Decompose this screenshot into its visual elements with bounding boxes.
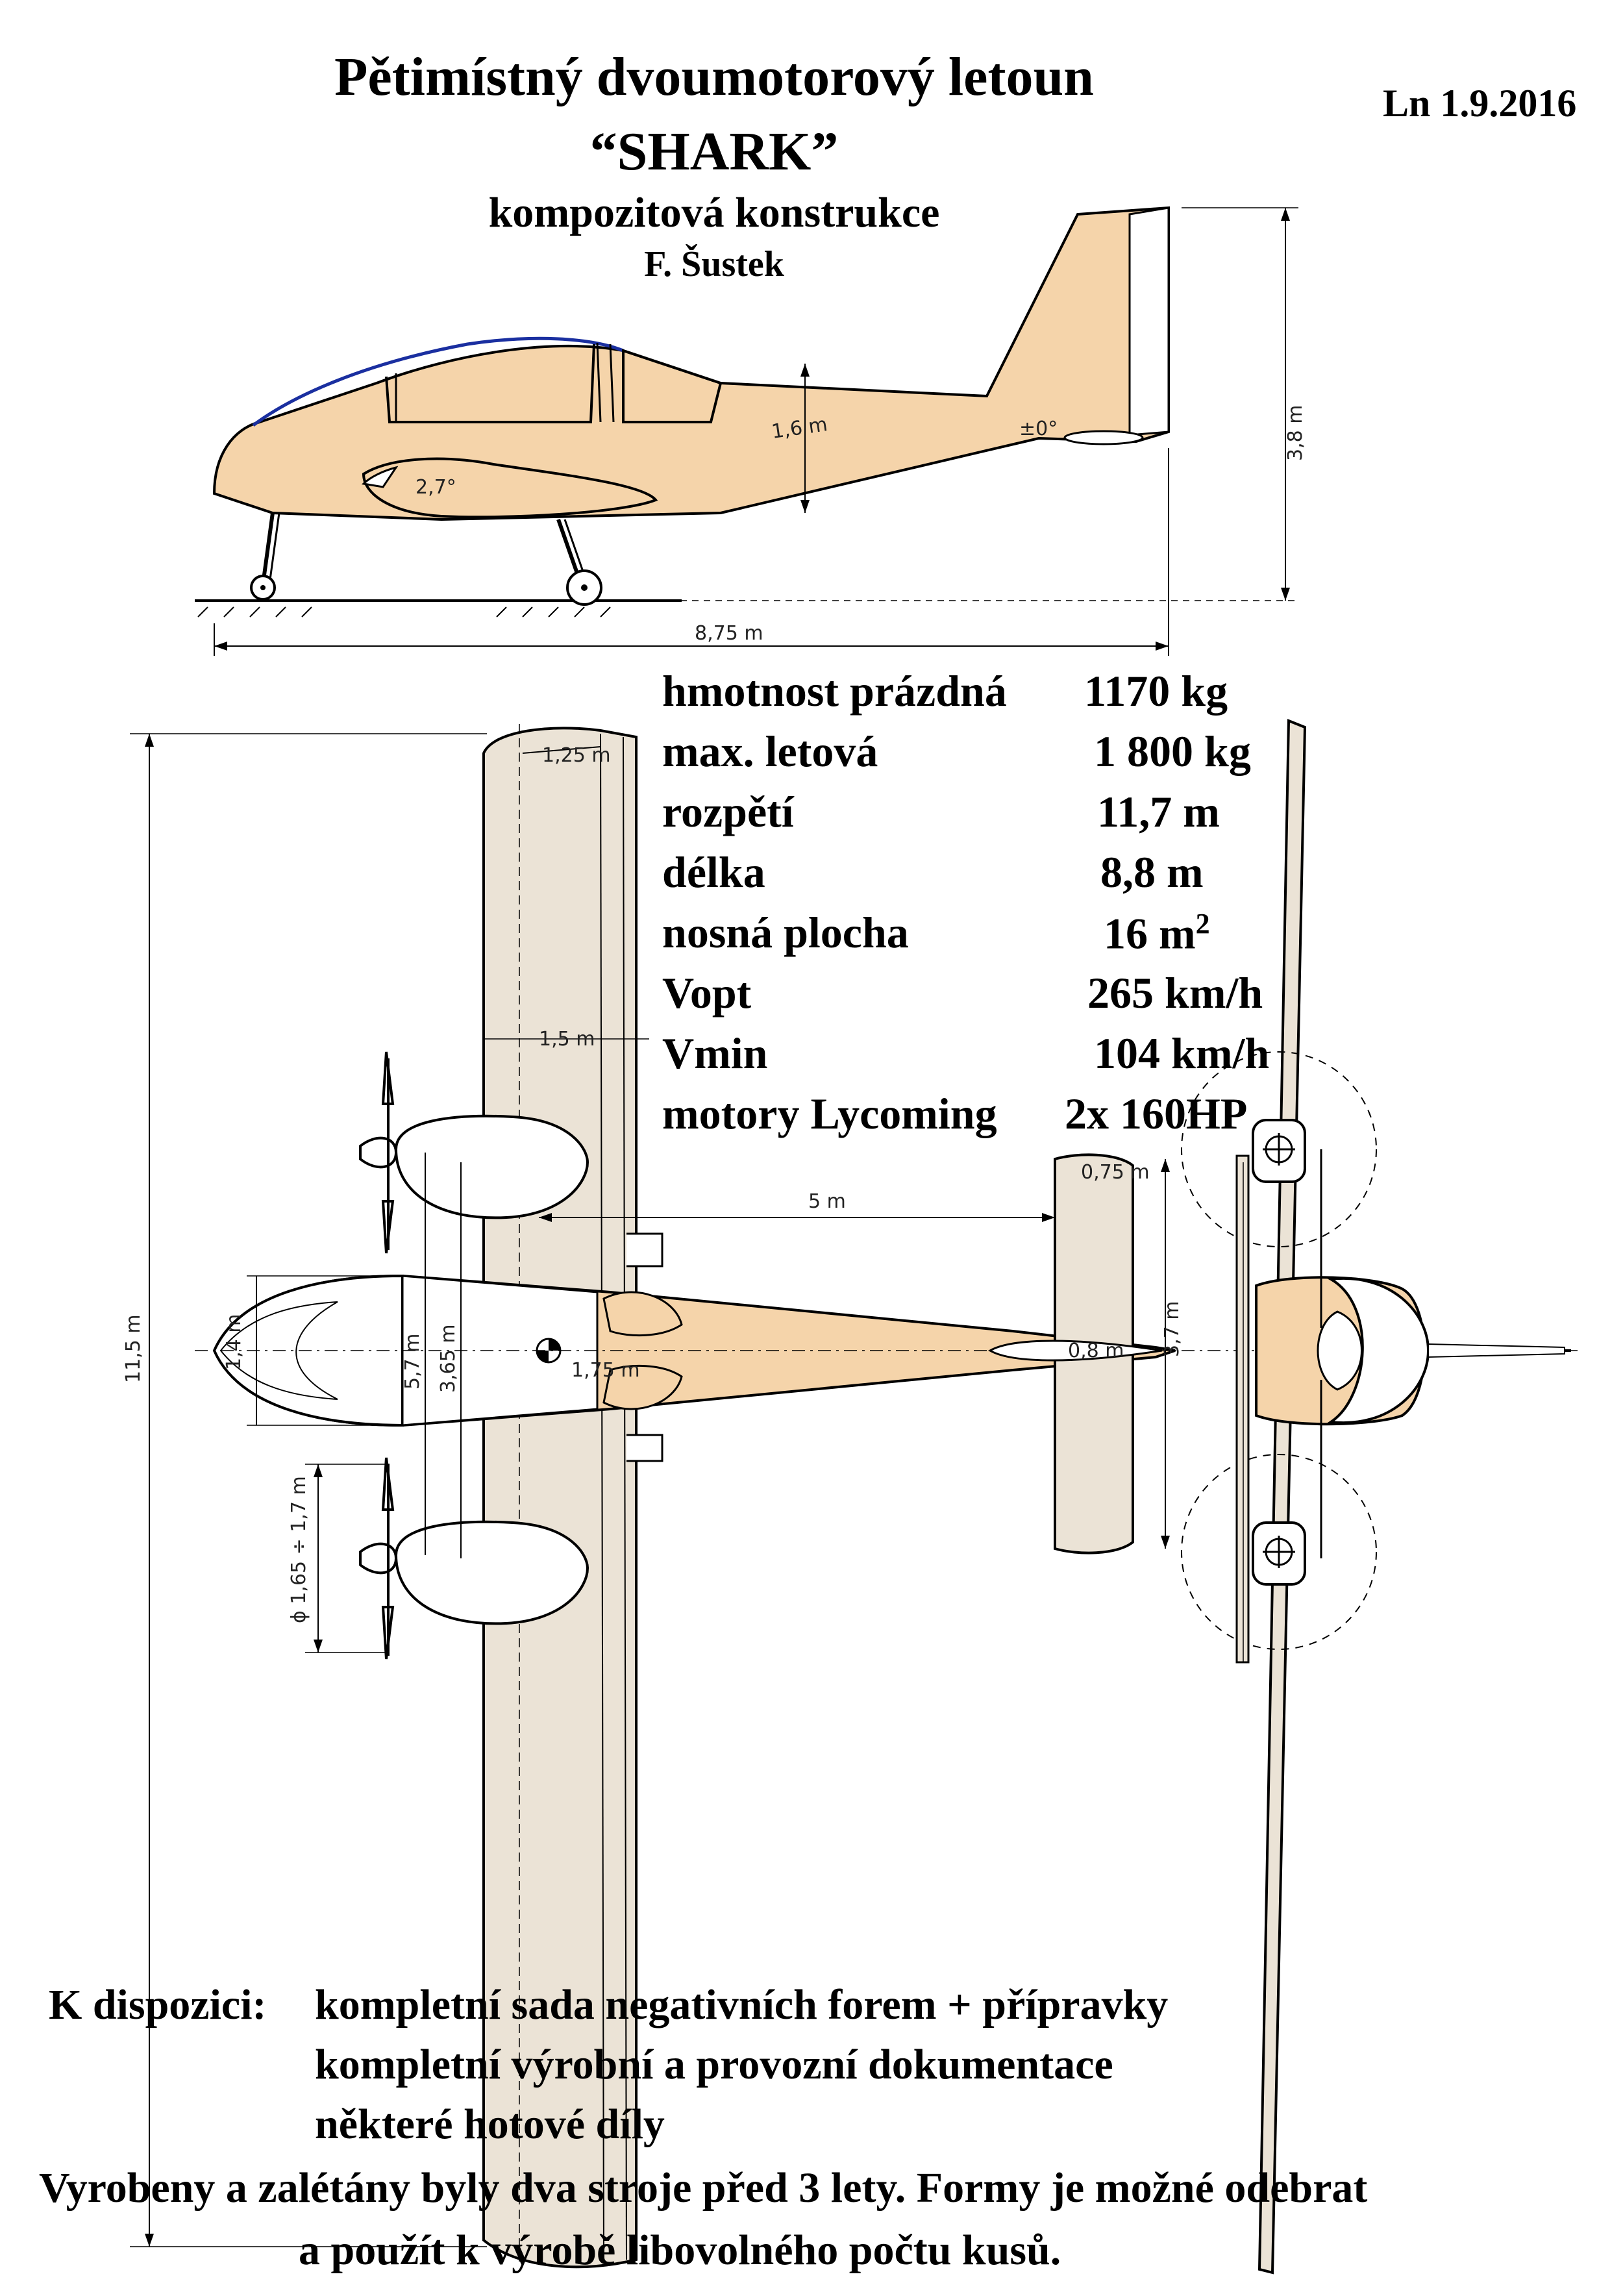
front-wing <box>1258 719 1307 2275</box>
nacelle-lower <box>394 1520 589 1625</box>
note-line-1: Vyrobeny a zalétány byly dva stroje před… <box>39 2164 1368 2212</box>
date-stamp: Ln 1.9.2016 <box>1383 82 1577 125</box>
spec-value: 104 km/h <box>1094 1029 1270 1078</box>
spec-value: 2x 160HP <box>1065 1089 1248 1138</box>
side-wing-nacelle <box>362 457 658 519</box>
spec-label: nosná plocha <box>662 908 909 957</box>
nacelle-spacing-a-label: 5,7 m <box>401 1334 424 1390</box>
side-height-label: 3,8 m <box>1284 405 1307 461</box>
spec-label: hmotnost prázdná <box>662 666 1007 716</box>
side-view: 8,75 m 1,6 m 3,8 m 2,7° ±0° <box>195 206 1307 656</box>
spec-value: 11,7 m <box>1097 787 1220 836</box>
wing-tip-chord-label: 1,25 m <box>542 744 611 767</box>
spec-label: max. letová <box>662 727 878 776</box>
spec-value: 1170 kg <box>1084 666 1228 716</box>
spec-value: 8,8 m <box>1100 847 1204 897</box>
wingspan-label: 11,5 m <box>122 1314 145 1383</box>
spec-value: 265 km/h <box>1087 968 1263 1017</box>
canopy-outline <box>252 336 624 427</box>
spec-label: Vmin <box>662 1029 768 1078</box>
tail-span-label: 3,7 m <box>1161 1301 1183 1357</box>
spec-label: délka <box>662 847 765 897</box>
angle-label-a: 2,7° <box>415 476 456 499</box>
tail-chord-label: 0,75 m <box>1081 1161 1150 1184</box>
fuselage-width-label: 1,4 m <box>223 1314 245 1370</box>
author: F. Šustek <box>644 244 784 284</box>
side-length-label: 8,75 m <box>695 622 763 645</box>
tail-root-label: 0,8 m <box>1068 1340 1124 1362</box>
availability-item-1: kompletní sada negativních forem + přípr… <box>315 1981 1169 2028</box>
availability-item-2: kompletní výrobní a provozní dokumentace <box>315 2041 1113 2088</box>
spec-label: Vopt <box>662 968 752 1017</box>
title-line-1: Pětimístný dvoumotorový letoun <box>334 47 1094 107</box>
angle-label-b: ±0° <box>1019 418 1058 440</box>
top-wing <box>482 727 638 2269</box>
spec-label: motory Lycoming <box>662 1089 997 1138</box>
spec-value: 1 800 kg <box>1094 727 1251 776</box>
prop-diameter-label: ϕ 1,65 ÷ 1,7 m <box>288 1476 310 1623</box>
nacelle-upper <box>394 1114 589 1219</box>
tail-arm-label: 5 m <box>808 1190 846 1213</box>
wing-mid-chord-label: 1,5 m <box>539 1028 595 1051</box>
nacelle-spacing-b-label: 3,65 m <box>437 1324 460 1393</box>
availability-label: K dispozici: <box>49 1981 267 2028</box>
front-view <box>1181 719 1571 2275</box>
spec-value: 16 m2 <box>1104 908 1210 958</box>
spec-label: rozpětí <box>662 787 794 836</box>
availability-item-3: některé hotové díly <box>315 2101 665 2148</box>
top-view: 1,25 m 1,5 m 5 m 0,75 m 3,7 m 11,5 m 1,4… <box>122 724 1578 2269</box>
root-chord-label: 1,75 m <box>571 1359 640 1382</box>
side-fuselage <box>212 206 1170 521</box>
title-line-2: “SHARK” <box>589 121 839 182</box>
note-line-2: a použít k výrobě libovolného počtu kusů… <box>299 2227 1061 2274</box>
area-exponent: 2 <box>1195 908 1210 940</box>
subtitle: kompozitová konstrukce <box>488 189 940 236</box>
